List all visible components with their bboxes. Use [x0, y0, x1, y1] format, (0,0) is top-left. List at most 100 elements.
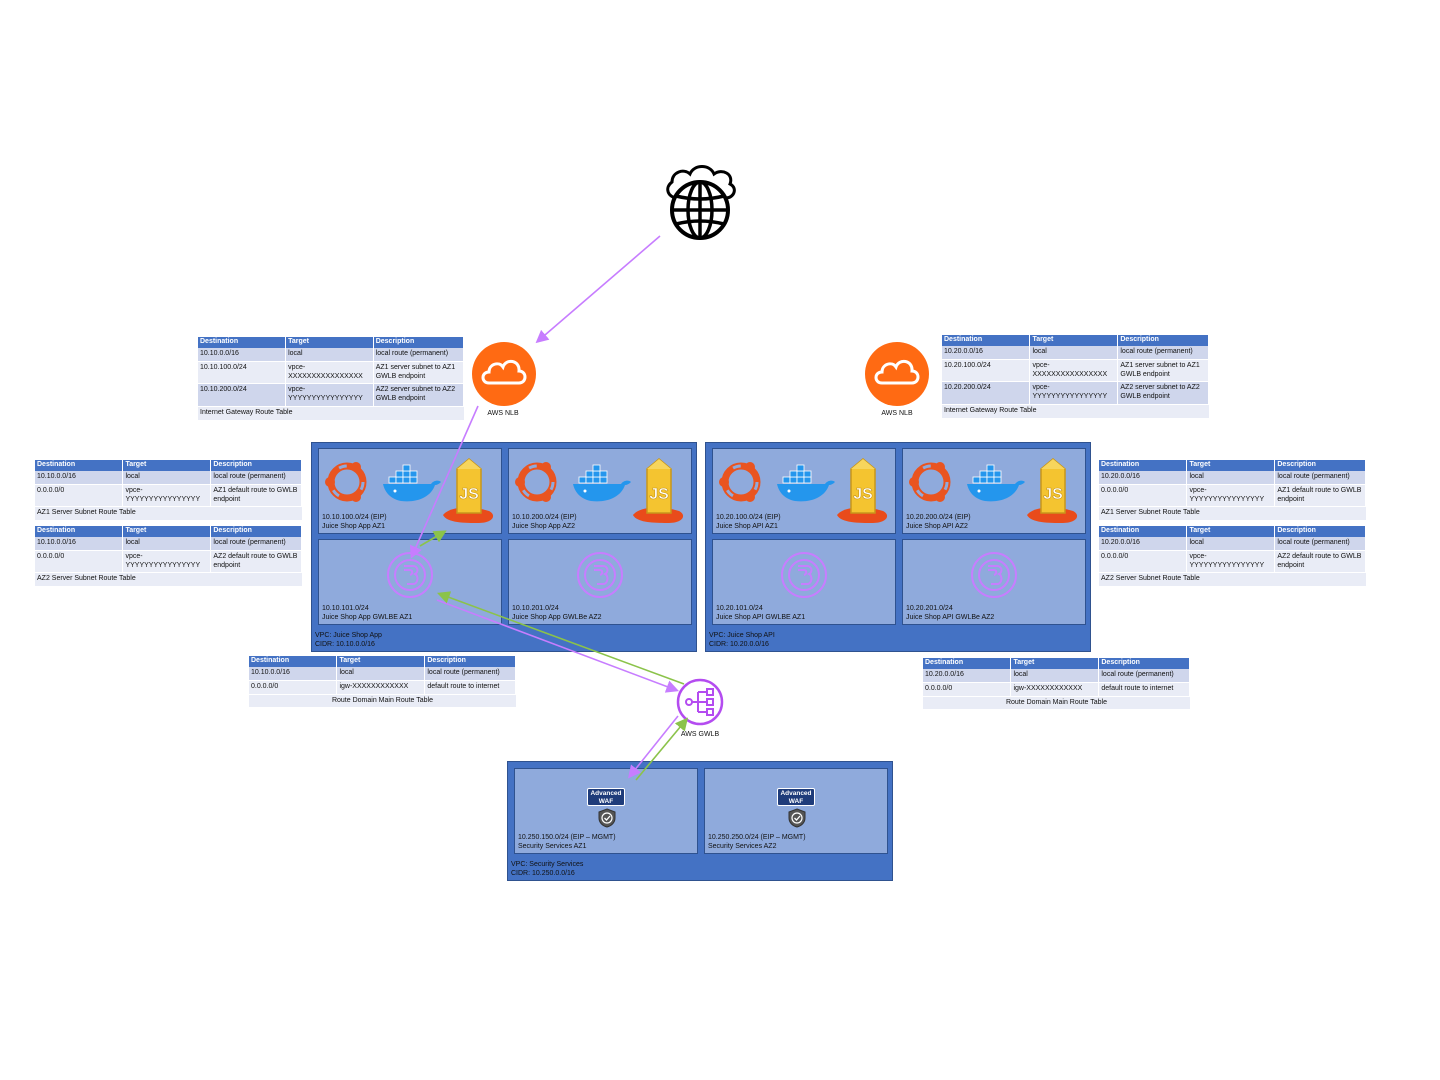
- table-cell: local route (permanent): [210, 537, 302, 551]
- svg-text:JS: JS: [853, 486, 873, 503]
- table-cell: local: [336, 667, 426, 681]
- table-cell: local route (permanent): [1117, 346, 1209, 360]
- subnet-cidr: 10.20.100.0/24 (EIP): [716, 514, 781, 522]
- table-cell: vpce-YYYYYYYYYYYYYYYY: [122, 550, 212, 574]
- table-header-cell: Target: [1010, 658, 1100, 669]
- table-cell: vpce-YYYYYYYYYYYYYYYY: [1186, 484, 1276, 508]
- docker-icon: [777, 464, 835, 502]
- nlb-right-label: AWS NLB: [881, 410, 913, 417]
- table-caption: Internet Gateway Route Table: [198, 406, 464, 420]
- subnet-cidr: 10.10.100.0/24 (EIP): [322, 514, 387, 522]
- table-cell: default route to internet: [1098, 682, 1190, 697]
- table-cell: AZ2 default route to GWLB endpoint: [1274, 550, 1366, 574]
- table-header-cell: Target: [336, 656, 426, 667]
- subnet-cidr: 10.10.200.0/24 (EIP): [512, 514, 577, 522]
- arrow-gwlbe-to-app: [419, 530, 447, 547]
- waf-line2: WAF: [788, 798, 804, 805]
- table-cell: AZ1 server subnet to AZ1 GWLB endpoint: [373, 361, 465, 385]
- table-cell: igw-XXXXXXXXXXXX: [1010, 682, 1100, 697]
- table-cell: default route to internet: [424, 680, 516, 695]
- nlb-left-label: AWS NLB: [487, 410, 519, 417]
- table-cell: 10.10.0.0/16: [35, 471, 124, 485]
- table-header-cell: Description: [210, 460, 302, 471]
- table-cell: 0.0.0.0/0: [1099, 550, 1188, 574]
- table-cell: 0.0.0.0/0: [35, 550, 124, 574]
- vpc-name: VPC: Juice Shop App: [315, 632, 382, 640]
- table-cell: local route (permanent): [1274, 537, 1366, 551]
- table-cell: 10.10.200.0/24: [198, 383, 287, 407]
- table-header-cell: Description: [1098, 658, 1190, 669]
- aws-nlb-right-icon: [864, 341, 930, 407]
- table-caption: AZ2 Server Subnet Route Table: [1099, 573, 1366, 586]
- ubuntu-icon: [719, 462, 761, 502]
- table-cell: 10.10.0.0/16: [198, 348, 287, 362]
- subnet-name: Security Services AZ1: [518, 842, 587, 850]
- vpc-cidr: CIDR: 10.250.0.0/16: [511, 869, 575, 877]
- juice-shop-icon: JS: [837, 458, 888, 523]
- ubuntu-icon: [909, 462, 951, 502]
- arrow-gwlb-to-gwlbe: [436, 591, 685, 685]
- table-header-cell: Target: [122, 460, 212, 471]
- table-caption: AZ1 Server Subnet Route Table: [35, 507, 302, 520]
- table-cell: AZ1 default route to GWLB endpoint: [210, 484, 302, 508]
- table-caption: Internet Gateway Route Table: [942, 404, 1209, 418]
- table-cell: 0.0.0.0/0: [923, 682, 1012, 697]
- subnet-app-az2: JS 10.10.200.0/24 (EIP)Juice Shop App AZ…: [508, 448, 692, 534]
- vpc-cidr: CIDR: 10.20.0.0/16: [709, 640, 769, 648]
- table-caption: AZ1 Server Subnet Route Table: [1099, 507, 1366, 520]
- arrow-gwlb-to-waf: [628, 715, 679, 779]
- shield-check-icon: [598, 808, 616, 828]
- table-header-cell: Destination: [1099, 526, 1188, 537]
- table-cell: 0.0.0.0/0: [35, 484, 124, 508]
- subnet-cidr: 10.250.150.0/24 (EIP – MGMT): [518, 834, 616, 842]
- juice-shop-icon: JS: [633, 458, 684, 523]
- table-header-cell: Destination: [923, 658, 1012, 669]
- vpc-juice-shop-api: JS 10.20.100.0/24 (EIP) Juice Shop API AZ…: [705, 442, 1091, 652]
- table-header-cell: Destination: [35, 526, 124, 537]
- table-cell: 10.20.0.0/16: [942, 346, 1031, 360]
- subnet-name: Juice Shop API GWLBE AZ1: [716, 613, 806, 621]
- table-cell: 10.10.0.0/16: [35, 537, 124, 551]
- subnet-cidr: 10.20.101.0/24: [716, 605, 763, 613]
- docker-icon: [573, 464, 631, 502]
- table-cell: 10.20.0.0/16: [1099, 537, 1188, 551]
- table-header-cell: Destination: [249, 656, 338, 667]
- subnet-name: Juice Shop App GWLBE AZ1: [322, 613, 413, 621]
- table-cell: local: [285, 348, 374, 362]
- table-header-cell: Target: [1186, 526, 1276, 537]
- docker-icon: [383, 464, 441, 502]
- table-header-cell: Destination: [35, 460, 124, 471]
- table-header-cell: Description: [1117, 335, 1209, 346]
- table-cell: 0.0.0.0/0: [249, 680, 338, 695]
- table-caption: Route Domain Main Route Table: [249, 694, 516, 708]
- gwlb-label: AWS GWLB: [680, 731, 720, 738]
- vpc-cidr: CIDR: 10.10.0.0/16: [315, 640, 375, 648]
- subnet-cidr: 10.10.201.0/24: [512, 605, 559, 613]
- subnet-name: Juice Shop API AZ2: [906, 522, 968, 530]
- table-cell: AZ2 server subnet to AZ2 GWLB endpoint: [373, 383, 465, 407]
- table-cell: AZ1 server subnet to AZ1 GWLB endpoint: [1117, 359, 1209, 383]
- table-cell: AZ1 default route to GWLB endpoint: [1274, 484, 1366, 508]
